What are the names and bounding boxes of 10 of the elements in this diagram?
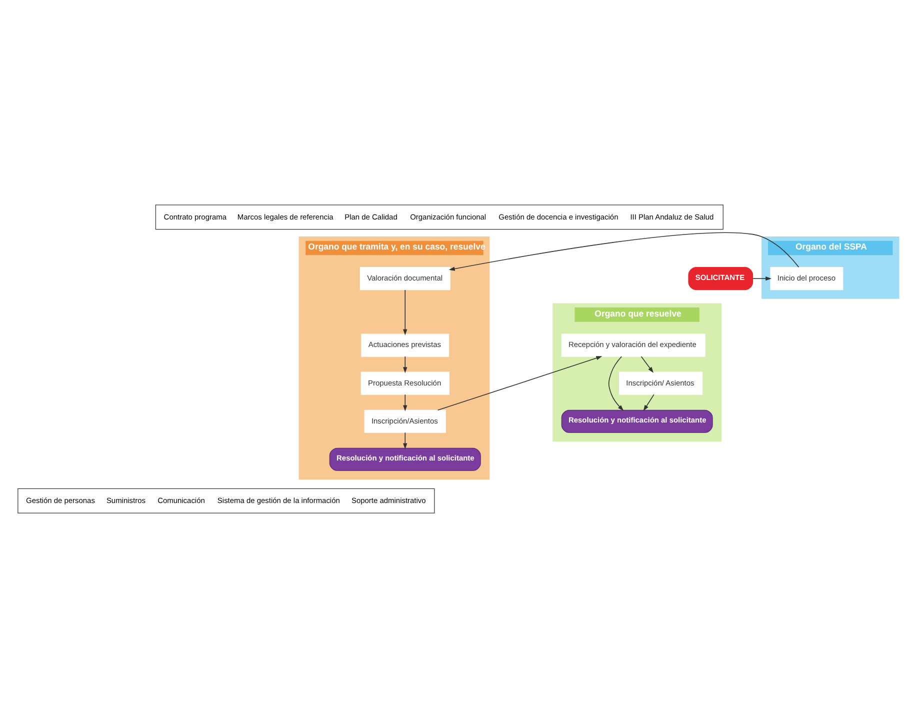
arrow [403,432,408,449]
arrow [752,276,772,280]
arrow [640,356,654,372]
arrow [643,394,654,411]
arrow [403,356,408,373]
arrow [437,356,602,410]
arrow [448,232,800,270]
arrow [403,394,408,411]
arrow [403,289,408,335]
arrow [608,356,624,410]
